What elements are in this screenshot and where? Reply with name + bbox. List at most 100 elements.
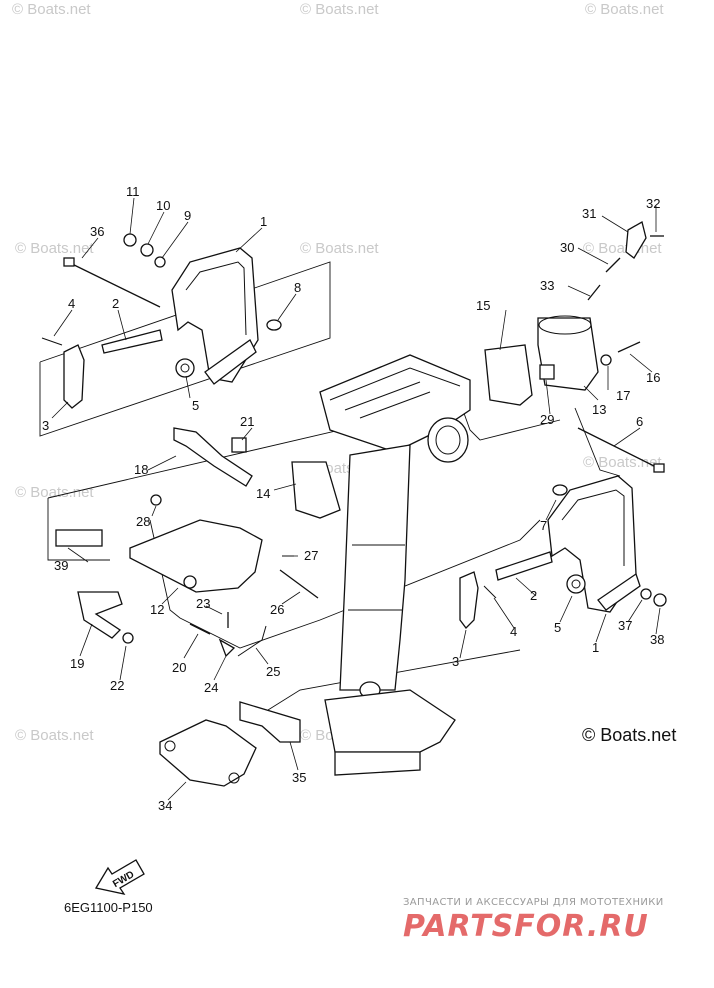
callout-4: 4 (510, 624, 517, 639)
callout-16: 16 (646, 370, 660, 385)
callout-26: 26 (270, 602, 284, 617)
lever-19 (77, 591, 123, 639)
callout-5: 5 (192, 398, 199, 413)
callout-1: 1 (260, 214, 267, 229)
callout-31: 31 (582, 206, 596, 221)
watermark-text: © Boats.net (585, 1, 664, 18)
callout-28: 28 (136, 514, 150, 529)
callout-15: 15 (476, 298, 490, 313)
upper-casing-ribs (329, 367, 461, 419)
watermark-text: © Boats.net (583, 240, 662, 257)
shaft-housing-body (339, 444, 411, 691)
callout-18: 18 (134, 462, 148, 477)
bracket-34-hole (164, 740, 176, 752)
spring-20 (189, 623, 211, 635)
callout-2: 2 (112, 296, 119, 311)
pad-5-center (180, 363, 190, 373)
left-clamp-bracket-assembly (41, 233, 282, 409)
callout-7: 7 (540, 518, 547, 533)
through-bolt-6 (577, 427, 659, 469)
bolt-36-head (63, 257, 75, 267)
lower-bracket-assembly (159, 701, 301, 787)
forward-arrow: FWD (94, 859, 145, 895)
wire-25 (237, 625, 267, 657)
callout-4: 4 (68, 296, 75, 311)
swivel-group-frame (47, 401, 561, 499)
callout-numbers: 1 8 9 10 11 36 2 4 3 5 6 7 21 18 14 28 3… (42, 184, 664, 813)
callout-11: 11 (126, 184, 140, 199)
callout-37: 37 (618, 618, 632, 633)
callout-30: 30 (560, 240, 574, 255)
callout-33: 33 (540, 278, 554, 293)
callout-38: 38 (650, 632, 664, 647)
callout-24: 24 (204, 680, 218, 695)
shaft-housing-bands (348, 544, 405, 611)
washer-17 (600, 354, 612, 366)
leader-lines (51, 197, 661, 801)
label-39 (55, 529, 103, 547)
watermark-text: © Boats.net (583, 454, 662, 471)
screw-28 (150, 494, 162, 506)
pad-5-center (571, 579, 581, 589)
clamp-bracket-1 (171, 247, 259, 383)
callout-5: 5 (554, 620, 561, 635)
watermark-text: © Boats.net (15, 727, 94, 744)
exhaust-port-inner (435, 425, 461, 455)
spacer-18 (173, 427, 253, 487)
footer-branding: ЗАПЧАСТИ И АКСЕССУАРЫ ДЛЯ МОТОТЕХНИКИ PA… (403, 897, 664, 944)
callout-32: 32 (646, 196, 660, 211)
callout-27: 27 (304, 548, 318, 563)
callout-39: 39 (54, 558, 68, 573)
callout-8: 8 (294, 280, 301, 295)
bracket-13-top (538, 315, 592, 335)
pad-5 (566, 574, 586, 594)
bracket-35 (239, 701, 301, 743)
callout-10: 10 (156, 198, 170, 213)
watermark-text: © Boats.net (300, 240, 379, 257)
lever-31 (625, 221, 647, 259)
callout-29: 29 (540, 412, 554, 427)
nut-38 (653, 593, 667, 607)
footer-tagline: ЗАПЧАСТИ И АКСЕССУАРЫ ДЛЯ МОТОТЕХНИКИ (403, 897, 664, 908)
callout-34: 34 (158, 798, 172, 813)
washer-8 (266, 319, 282, 331)
swivel-group-frame-bottom (149, 519, 541, 649)
bolt-6-head (653, 463, 665, 473)
skeg (334, 751, 421, 776)
watermark-text: © Boats.net (15, 484, 94, 501)
callout-1: 1 (592, 640, 599, 655)
right-group-frame (574, 407, 621, 477)
bracket-34-hole (228, 772, 240, 784)
clamp-handle-3 (459, 571, 479, 629)
washer-7 (552, 484, 568, 496)
callout-36: 36 (90, 224, 104, 239)
collar-22 (122, 632, 134, 644)
clamp-screw-2 (101, 329, 163, 354)
footer-logo: PARTSFOR.RU (403, 909, 649, 944)
pin-4 (41, 337, 63, 346)
callout-6: 6 (636, 414, 643, 429)
clamp-handle-3 (63, 344, 85, 409)
block-21 (231, 437, 247, 453)
fwd-arrow-shape (94, 859, 145, 895)
callout-22: 22 (110, 678, 124, 693)
callout-23: 23 (196, 596, 210, 611)
clamp-bracket-1-edge (185, 261, 247, 336)
callout-13: 13 (592, 402, 606, 417)
block-29 (539, 364, 555, 380)
swivel-group-frame-left (47, 498, 110, 561)
callout-17: 17 (616, 388, 630, 403)
shaft-26 (279, 569, 319, 599)
pin-4 (483, 585, 497, 599)
bushing-14 (291, 461, 341, 519)
tilt-swivel-assembly (55, 427, 341, 658)
cavitation-plate (324, 689, 456, 753)
rod-30 (605, 257, 621, 273)
bracket-34 (159, 719, 257, 787)
watermark-text: © Boats.net (15, 240, 94, 257)
tilt-lever-12 (129, 519, 263, 593)
bushing-15 (484, 344, 533, 406)
watermark-text: © Boats.net (300, 1, 379, 18)
pad-5 (175, 358, 195, 378)
callout-35: 35 (292, 770, 306, 785)
